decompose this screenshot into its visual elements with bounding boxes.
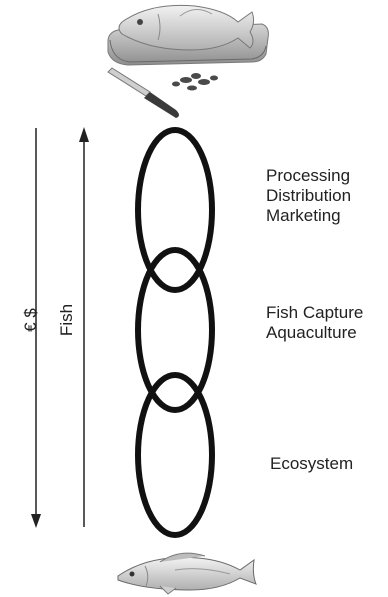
fish-flow-arrow (79, 127, 89, 527)
label-aquaculture: Aquaculture (266, 323, 357, 342)
label-ecosystem: Ecosystem (270, 454, 354, 473)
money-axis-label: € $ (21, 308, 40, 332)
chain-link-ecosystem (135, 372, 215, 538)
fish-axis-label: Fish (57, 303, 76, 337)
live-fish-icon (117, 552, 257, 595)
bottom-stage-labels: Ecosystem (270, 454, 353, 474)
label-fish-capture: Fish Capture (266, 303, 364, 322)
chain-link-processing (135, 127, 215, 293)
label-marketing: Marketing (266, 206, 341, 225)
chain-link-capture (135, 247, 215, 413)
top-stage-labels: Processing Distribution Marketing (266, 166, 351, 226)
label-processing: Processing (266, 166, 351, 185)
label-distribution: Distribution (266, 186, 352, 205)
money-flow-arrow (31, 128, 41, 528)
middle-stage-labels: Fish Capture Aquaculture (266, 303, 363, 343)
chain (135, 127, 215, 538)
fish-on-board-icon (107, 4, 269, 118)
